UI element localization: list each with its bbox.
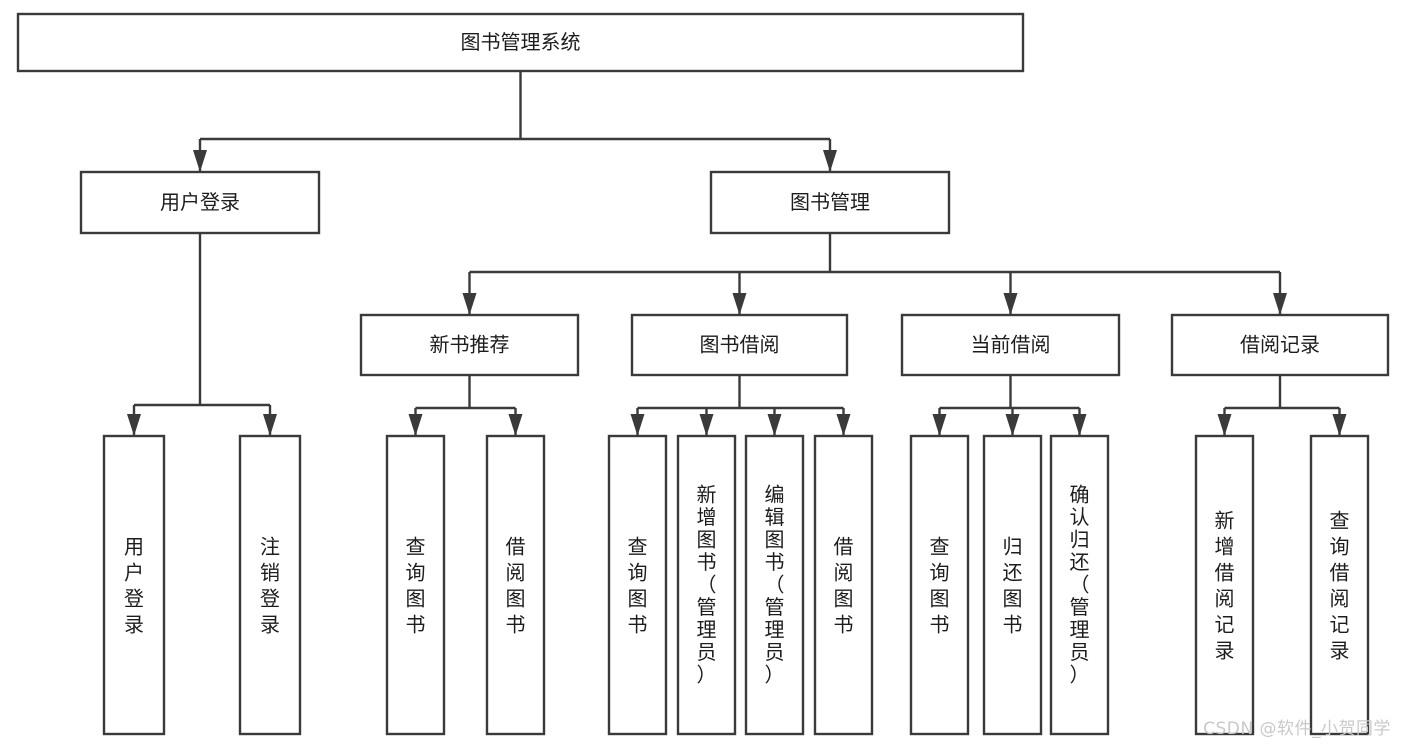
- node-box-user-login-leaf: [102, 434, 166, 736]
- node-label-user-logout-leaf: 注销登录: [260, 534, 280, 636]
- node-book-management[interactable]: 图书管理: [709, 170, 951, 235]
- node-current-borrow[interactable]: 当前借阅: [900, 313, 1121, 377]
- node-label-record-query-borrow-record: 查询借阅记录: [1330, 508, 1350, 662]
- node-borrow-query-book[interactable]: 查询图书: [607, 434, 668, 736]
- arrow-head-icon-user-login-leaf: [127, 414, 141, 436]
- node-box-record-query-borrow-record: [1309, 434, 1370, 736]
- node-recommend-query-book[interactable]: 查询图书: [385, 434, 446, 736]
- arrow-head-icon-record-query-borrow-record: [1332, 414, 1347, 436]
- node-label-book-management: 图书管理: [790, 190, 870, 214]
- arrow-head-icon-current-return-book: [1005, 414, 1020, 436]
- arrow-head-icon-current-borrow: [1003, 293, 1018, 315]
- arrow-head-icon-current-confirm-return-admin: [1072, 414, 1087, 436]
- node-box-book-borrow: [630, 313, 849, 377]
- node-borrow-edit-book-admin[interactable]: 编辑图书（管理员）: [744, 434, 805, 736]
- node-label-current-query-book: 查询图书: [930, 534, 950, 636]
- arrow-head-icon-borrow-query-book: [630, 414, 645, 436]
- arrow-head-icon-borrow-borrow-book: [836, 414, 851, 436]
- node-book-borrow[interactable]: 图书借阅: [630, 313, 849, 377]
- node-label-user-login-leaf: 用户登录: [124, 534, 144, 636]
- node-label-recommend-borrow-book: 借阅图书: [506, 534, 526, 636]
- node-user-login[interactable]: 用户登录: [79, 170, 321, 235]
- node-box-recommend-borrow-book: [485, 434, 546, 736]
- node-box-borrow-edit-book-admin: [744, 434, 805, 736]
- node-box-current-query-book: [909, 434, 970, 736]
- node-label-borrow-query-book: 查询图书: [628, 534, 648, 636]
- node-box-user-logout-leaf: [238, 434, 302, 736]
- node-borrow-add-book-admin[interactable]: 新增图书（管理员）: [676, 434, 737, 736]
- node-label-new-book-recommend: 新书推荐: [430, 333, 510, 357]
- node-record-add-borrow-record[interactable]: 新增借阅记录: [1194, 434, 1255, 736]
- node-box-recommend-query-book: [385, 434, 446, 736]
- arrow-head-icon-recommend-borrow-book: [508, 414, 523, 436]
- arrow-head-icon-book-management: [823, 150, 837, 172]
- node-box-record-add-borrow-record: [1194, 434, 1255, 736]
- node-label-current-borrow: 当前借阅: [971, 333, 1051, 357]
- node-user-logout-leaf[interactable]: 注销登录: [238, 434, 302, 736]
- arrow-head-icon-record-add-borrow-record: [1217, 414, 1232, 436]
- node-root[interactable]: 图书管理系统: [16, 12, 1025, 73]
- arrow-head-icon-new-book-recommend: [462, 293, 477, 315]
- node-user-login-leaf[interactable]: 用户登录: [102, 434, 166, 736]
- node-label-user-login: 用户登录: [160, 190, 240, 214]
- node-current-confirm-return-admin[interactable]: 确认归还（管理员）: [1049, 434, 1110, 736]
- node-label-borrow-add-book-admin: 新增图书（管理员）: [697, 482, 717, 686]
- node-borrow-borrow-book[interactable]: 借阅图书: [813, 434, 874, 736]
- node-borrow-record[interactable]: 借阅记录: [1170, 313, 1390, 377]
- arrow-head-icon-book-borrow: [732, 293, 747, 315]
- arrow-head-icon-borrow-add-book-admin: [699, 414, 714, 436]
- node-box-borrow-add-book-admin: [676, 434, 737, 736]
- node-record-query-borrow-record[interactable]: 查询借阅记录: [1309, 434, 1370, 736]
- node-box-borrow-record: [1170, 313, 1390, 377]
- node-label-book-borrow: 图书借阅: [700, 333, 780, 357]
- node-new-book-recommend[interactable]: 新书推荐: [359, 313, 580, 377]
- node-box-book-management: [709, 170, 951, 235]
- node-box-current-return-book: [982, 434, 1043, 736]
- arrow-head-icon-user-login: [193, 150, 207, 172]
- node-box-borrow-query-book: [607, 434, 668, 736]
- node-box-current-confirm-return-admin: [1049, 434, 1110, 736]
- node-box-borrow-borrow-book: [813, 434, 874, 736]
- node-label-recommend-query-book: 查询图书: [406, 534, 426, 636]
- arrow-head-icon-recommend-query-book: [408, 414, 423, 436]
- arrow-head-icon-borrow-edit-book-admin: [767, 414, 782, 436]
- node-label-record-add-borrow-record: 新增借阅记录: [1215, 508, 1235, 662]
- node-label-borrow-borrow-book: 借阅图书: [834, 534, 854, 636]
- node-label-borrow-record: 借阅记录: [1240, 333, 1320, 357]
- node-label-root: 图书管理系统: [461, 30, 581, 54]
- arrow-head-icon-current-query-book: [932, 414, 947, 436]
- arrow-head-icon-user-logout-leaf: [263, 414, 277, 436]
- node-current-return-book[interactable]: 归还图书: [982, 434, 1043, 736]
- node-recommend-borrow-book[interactable]: 借阅图书: [485, 434, 546, 736]
- node-label-borrow-edit-book-admin: 编辑图书（管理员）: [765, 482, 785, 686]
- arrow-head-icon-borrow-record: [1273, 293, 1287, 315]
- node-label-current-return-book: 归还图书: [1003, 534, 1023, 636]
- node-current-query-book[interactable]: 查询图书: [909, 434, 970, 736]
- node-box-root: [16, 12, 1025, 73]
- node-label-current-confirm-return-admin: 确认归还（管理员）: [1070, 482, 1090, 686]
- node-box-current-borrow: [900, 313, 1121, 377]
